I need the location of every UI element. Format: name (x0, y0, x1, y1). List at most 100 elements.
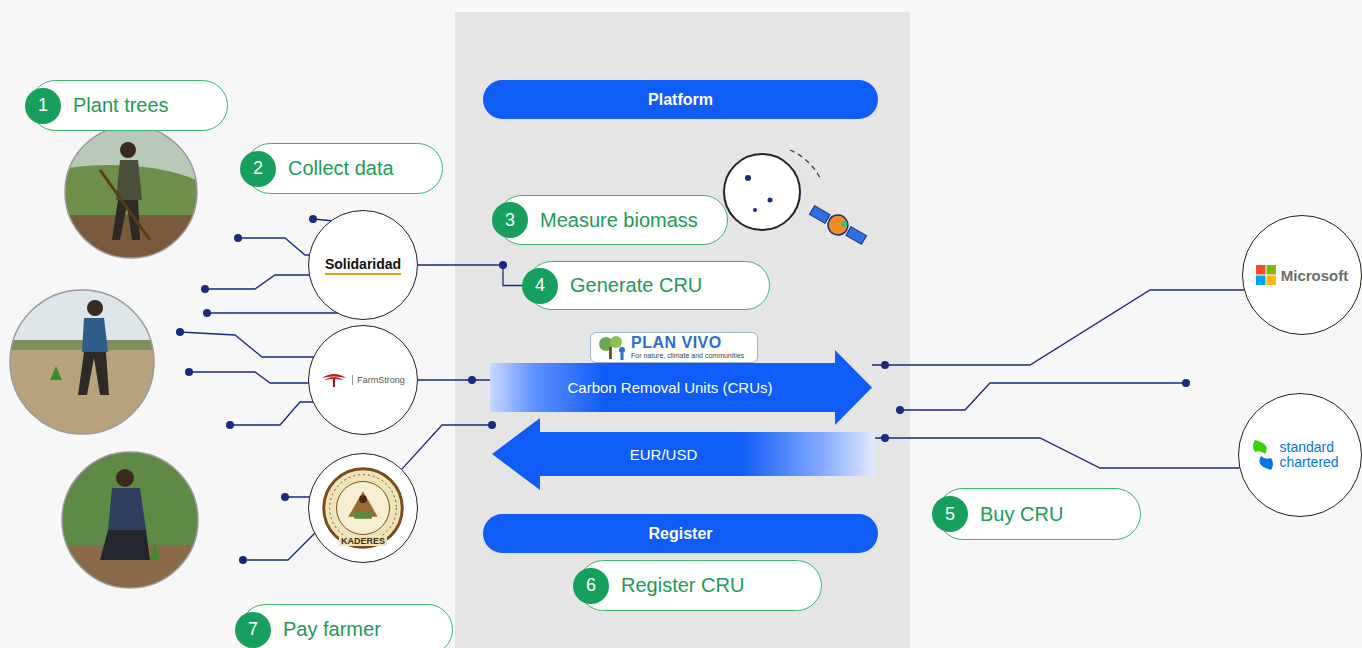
arrow-shape (492, 418, 875, 490)
plan-vivo-tree-icon (610, 336, 622, 348)
leader-dot (176, 328, 184, 336)
standard-chartered-logo (1253, 440, 1267, 454)
step-pill: 4Generate CRU (527, 261, 770, 310)
leader-dot (896, 406, 904, 414)
connector-line (875, 438, 1239, 468)
step-number: 1 (25, 88, 61, 124)
organisation-circle: Solidaridad (308, 210, 418, 320)
node-label: Register (648, 525, 712, 543)
farmer-photo (87, 300, 103, 316)
satellite-illustration (807, 201, 869, 248)
logo-row: Microsoft (1256, 265, 1349, 285)
photo-frame (62, 452, 198, 588)
plan-vivo-tree-icon (619, 347, 625, 353)
step-label: Plant trees (73, 94, 169, 117)
plan-vivo-logo: PLAN VIVOFor nature, climate and communi… (590, 332, 758, 363)
leader-line (207, 312, 345, 313)
farmer-photo (8, 288, 158, 440)
step-label: Measure biomass (540, 209, 698, 232)
step-label: Collect data (288, 157, 394, 180)
plan-vivo-tree-icon (621, 353, 624, 360)
step-number: 4 (522, 268, 558, 304)
farmer-photo (50, 366, 62, 380)
leader-dot (1182, 379, 1190, 387)
kaderes-seal (354, 511, 372, 519)
organisation-circle: FarmStrong (308, 325, 418, 435)
step-number: 3 (492, 202, 528, 238)
microsoft-logo (1266, 276, 1276, 286)
logo-row: standard chartered (1251, 438, 1350, 472)
node-label: FarmStrong (352, 375, 405, 385)
satellite-illustration (824, 211, 851, 238)
farmstrong-logo (333, 379, 335, 387)
step-number: 6 (573, 568, 609, 604)
farmer-photo (8, 350, 158, 440)
leader-dot (281, 493, 289, 501)
satellite-illustration (724, 154, 800, 230)
leader-dot (234, 234, 242, 242)
microsoft-logo (1266, 265, 1276, 275)
step-number: 2 (240, 151, 276, 187)
farmer-photo (82, 318, 108, 352)
leader-dot (226, 421, 234, 429)
step-pill: 3Measure biomass (497, 195, 728, 245)
leader-dot (239, 556, 247, 564)
plan-vivo-tree-icon (609, 347, 612, 359)
kaderes-seal (330, 475, 397, 542)
step-pill: 7Pay farmer (240, 604, 453, 648)
satellite-illustration (810, 206, 831, 224)
node-label: Solidaridad (325, 256, 401, 275)
leader-line (205, 275, 325, 289)
photo-frame (65, 126, 197, 258)
leader-dot (309, 215, 317, 223)
leader-line (180, 332, 325, 357)
farmer-photo (0, 120, 220, 275)
farmer-photo (120, 142, 136, 158)
step-pill: 1Plant trees (30, 80, 228, 131)
organisation-circle: standard chartered (1238, 393, 1362, 517)
logo-row: FarmStrong (321, 372, 405, 388)
farmer-photo (60, 450, 205, 590)
farmer-photo (100, 530, 150, 560)
standard-chartered-logo (1251, 438, 1275, 472)
step-pill: 2Collect data (245, 143, 443, 194)
satellite-illustration (745, 175, 751, 181)
flow-arrow: Carbon Removal Units (CRUs) (490, 350, 872, 425)
logo-name: PLAN VIVO (631, 335, 744, 352)
standard-chartered-logo (1251, 438, 1275, 472)
microsoft-logo (1256, 265, 1276, 285)
connector-dot (499, 261, 507, 269)
logo-tagline: For nature, climate and communities (631, 352, 744, 360)
satellite-illustration (846, 227, 867, 245)
leader-line (243, 533, 325, 560)
node-label: standard chartered (1280, 440, 1350, 469)
step-pill: 6Register CRU (578, 560, 822, 611)
farmstrong-logo (321, 372, 347, 388)
farmer-photo (150, 542, 160, 560)
step-pill: 5Buy CRU (937, 488, 1141, 540)
leader-dot (176, 215, 1190, 564)
step-label: Buy CRU (980, 503, 1063, 526)
step-label: Pay farmer (283, 618, 381, 641)
connector-dot (881, 361, 889, 369)
photo-frame (10, 290, 154, 434)
organisation-circle: KADERES (308, 453, 418, 563)
microsoft-logo (1256, 265, 1266, 275)
satellite-illustration (840, 220, 848, 228)
leader-line (900, 383, 1186, 410)
leader-line (189, 372, 325, 383)
farmer-photo (60, 450, 205, 590)
step-number: 5 (932, 496, 968, 532)
satellite-illustration (753, 208, 757, 212)
kaderes-seal (336, 481, 389, 534)
satellite-illustration (724, 150, 869, 249)
farmer-photo (108, 488, 146, 530)
leader-dot (203, 309, 211, 317)
logo-text-column: PLAN VIVOFor nature, climate and communi… (631, 335, 744, 359)
node-label: Carbon Removal Units (CRUs) (567, 379, 772, 396)
satellite-illustration (768, 198, 773, 203)
organisation-circle: Microsoft (1242, 215, 1362, 335)
leader-dot (185, 368, 193, 376)
step-number: 7 (235, 612, 271, 648)
